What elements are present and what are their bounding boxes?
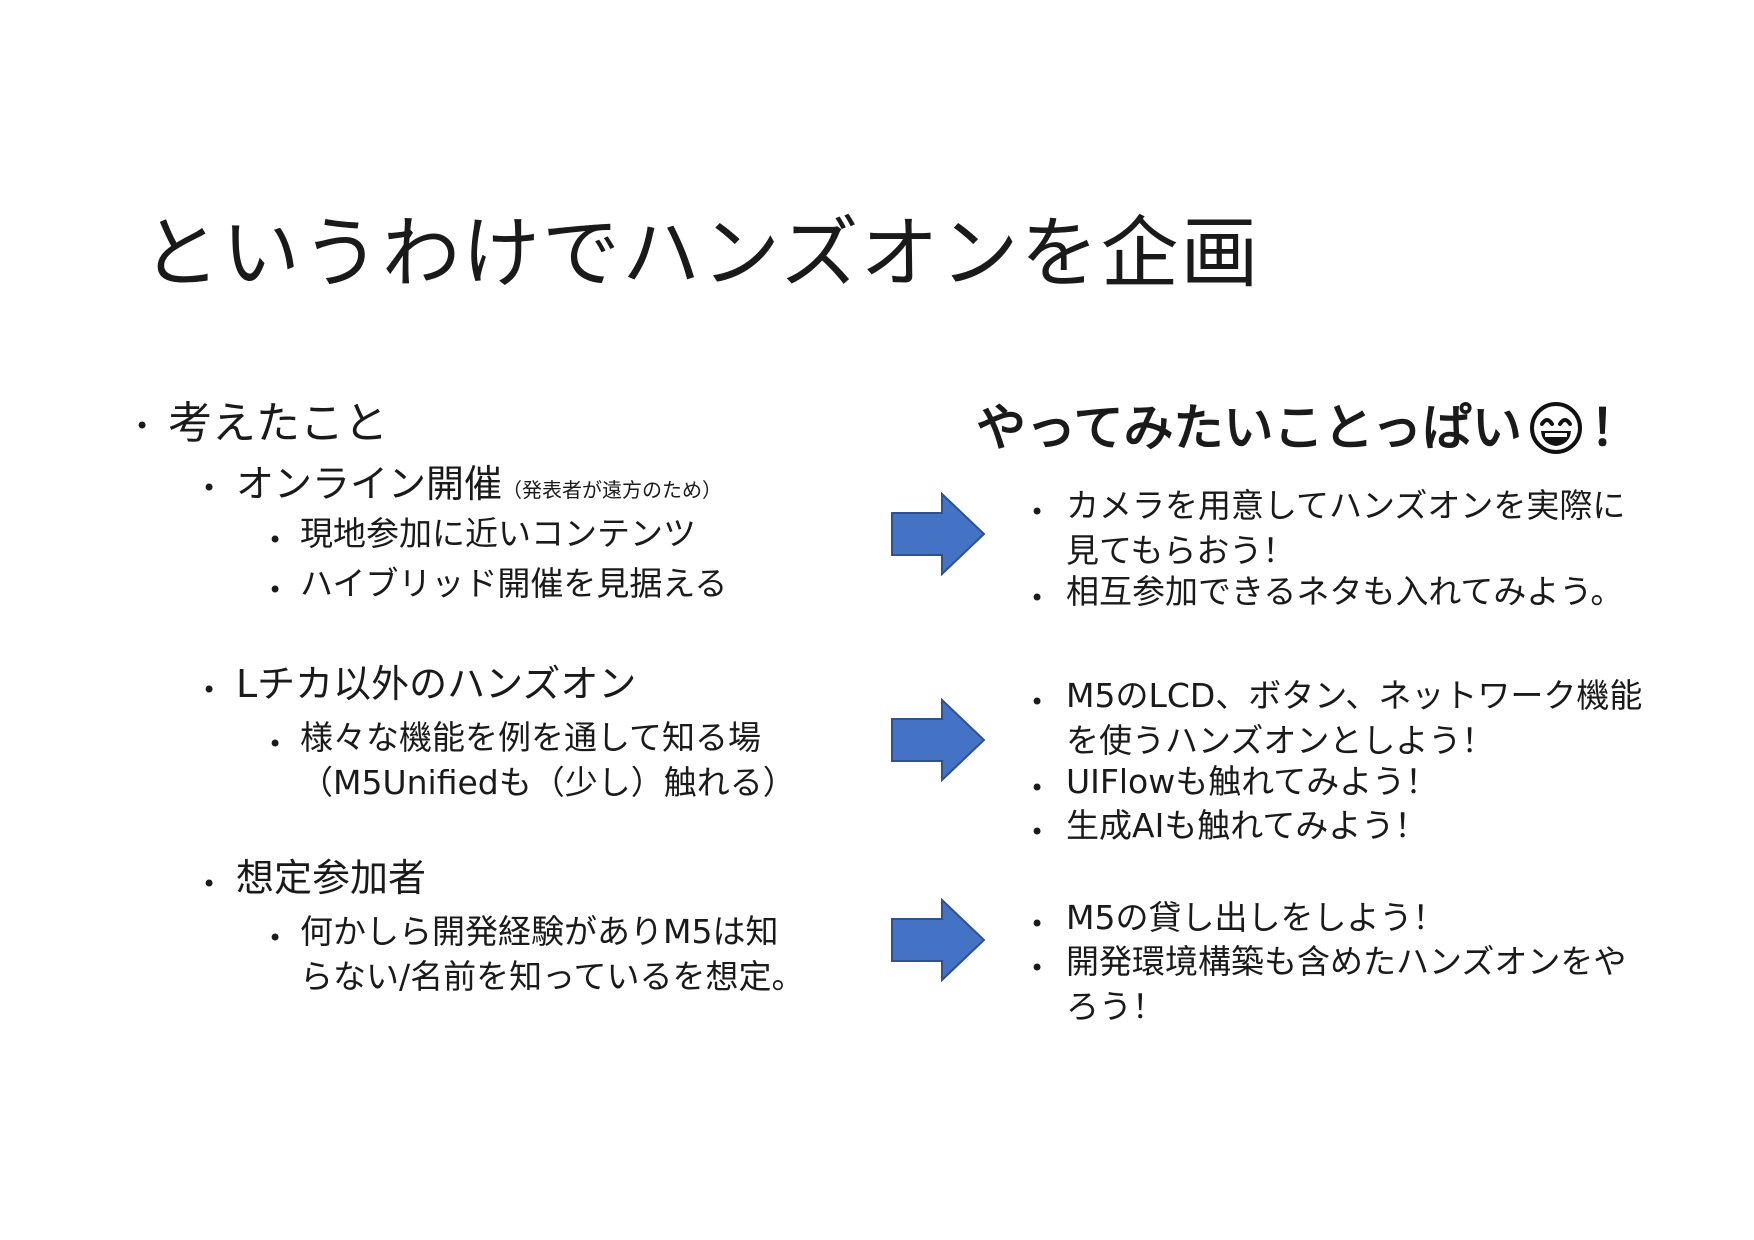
slide-title: というわけでハンズオンを企画 bbox=[142, 209, 1261, 299]
bullet-dot-icon: • bbox=[1030, 688, 1045, 716]
list-item: 現地参加に近いコンテンツ bbox=[300, 514, 696, 553]
list-item-line: 様々な機能を例を通して知る場 bbox=[300, 718, 762, 757]
bullet-dot-icon: • bbox=[268, 924, 283, 952]
list-item: カメラを用意してハンズオンを実際に 見てもらおう！ bbox=[1066, 484, 1625, 573]
list-item: 様々な機能を例を通して知る場 （M5Unifiedも（少し）触れる） bbox=[300, 716, 796, 805]
list-item: 何かしら開発経験がありM5は知 らない/名前を知っているを想定。 bbox=[300, 910, 804, 999]
right-heading-text: やってみたいことっぱい bbox=[976, 399, 1522, 457]
list-item: UIFlowも触れてみよう！ bbox=[1066, 762, 1439, 801]
list-item-line: カメラを用意してハンズオンを実際に bbox=[1066, 486, 1626, 525]
list-item-line: 開発環境構築も含めたハンズオンをや bbox=[1066, 942, 1627, 981]
list-item-line: 見てもらおう！ bbox=[1066, 530, 1296, 570]
bullet-dot-icon: • bbox=[1030, 954, 1045, 982]
bullet-dot-icon: • bbox=[1030, 774, 1045, 802]
section-note: （発表者が遠方のため） bbox=[502, 478, 723, 502]
list-item: ハイブリッド開催を見据える bbox=[300, 564, 728, 603]
section-label: オンライン開催 bbox=[236, 462, 503, 506]
list-item: 相互参加できるネタも入れてみよう。 bbox=[1066, 572, 1624, 611]
right-heading: やってみたいことっぱい ！ bbox=[976, 398, 1640, 458]
bullet-dot-icon: • bbox=[202, 870, 217, 898]
right-arrow-icon bbox=[891, 492, 986, 576]
list-item: M5のLCD、ボタン、ネットワーク機能 を使うハンズオンとしよう！ bbox=[1066, 674, 1642, 763]
list-item-line: らない/名前を知っているを想定。 bbox=[300, 956, 805, 996]
bullet-dot-icon: • bbox=[268, 730, 283, 758]
bullet-dot-icon: • bbox=[202, 474, 217, 502]
list-item: M5の貸し出しをしよう！ bbox=[1066, 898, 1446, 937]
right-heading-exclaim: ！ bbox=[1590, 399, 1640, 457]
arrow-shape bbox=[891, 898, 986, 982]
left-heading: 考えたこと bbox=[168, 398, 388, 449]
bullet-dot-icon: • bbox=[1030, 818, 1045, 846]
bullet-dot-icon: • bbox=[202, 676, 217, 704]
section-handson-label: Lチカ以外のハンズオン bbox=[236, 662, 637, 706]
arrow-shape bbox=[891, 698, 986, 782]
bullet-dot-icon: • bbox=[135, 412, 150, 440]
list-item-line: （M5Unifiedも（少し）触れる） bbox=[300, 762, 796, 802]
list-item: 生成AIも触れてみよう！ bbox=[1066, 806, 1428, 845]
bullet-dot-icon: • bbox=[1030, 910, 1045, 938]
list-item: 開発環境構築も含めたハンズオンをや ろう！ bbox=[1066, 940, 1626, 1029]
list-item-line: を使うハンズオンとしよう！ bbox=[1066, 720, 1495, 760]
bullet-dot-icon: • bbox=[1030, 498, 1045, 526]
right-arrow-icon bbox=[891, 698, 986, 782]
grinning-face-icon bbox=[1530, 402, 1582, 454]
bullet-dot-icon: • bbox=[268, 526, 283, 554]
list-item-line: M5のLCD、ボタン、ネットワーク機能 bbox=[1066, 676, 1643, 715]
bullet-dot-icon: • bbox=[268, 576, 283, 604]
section-online-label: オンライン開催（発表者が遠方のため） bbox=[236, 462, 722, 508]
arrow-shape bbox=[891, 492, 986, 576]
section-participants-label: 想定参加者 bbox=[236, 856, 427, 900]
right-arrow-icon bbox=[891, 898, 986, 982]
list-item-line: ろう！ bbox=[1066, 986, 1165, 1026]
list-item-line: 何かしら開発経験がありM5は知 bbox=[300, 912, 779, 951]
bullet-dot-icon: • bbox=[1030, 584, 1045, 612]
